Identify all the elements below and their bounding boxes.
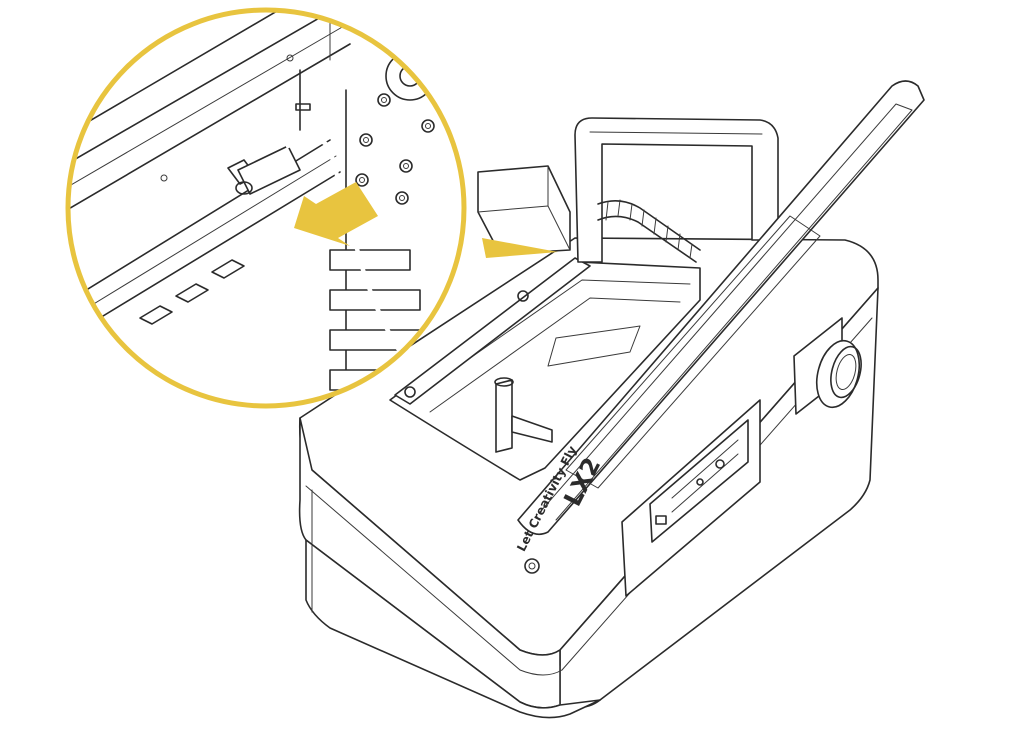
insert-arrow-icon [294,182,378,246]
housing-base [305,539,601,719]
magnifier-icon [65,7,467,409]
io-port [696,478,704,486]
lid-window [565,215,821,489]
laser-head-arm [511,415,553,443]
laser-head-post [495,379,513,453]
gantry-rail [394,257,591,405]
io-port [715,459,725,469]
laser-head-cap [494,377,514,387]
machine-body: LX2 Let Creativity Fly [298,80,925,719]
io-port [655,515,667,525]
rail-bolt [517,290,529,302]
drag-chain [597,199,701,263]
crossbar [547,325,641,367]
front-knob [524,558,540,574]
io-connector-panel [649,419,749,543]
work-area-opening [389,261,701,481]
callout-pointer [482,238,558,258]
rail-bolt [404,386,416,398]
exhaust-port [793,317,862,415]
magnifier-callout [65,7,467,409]
